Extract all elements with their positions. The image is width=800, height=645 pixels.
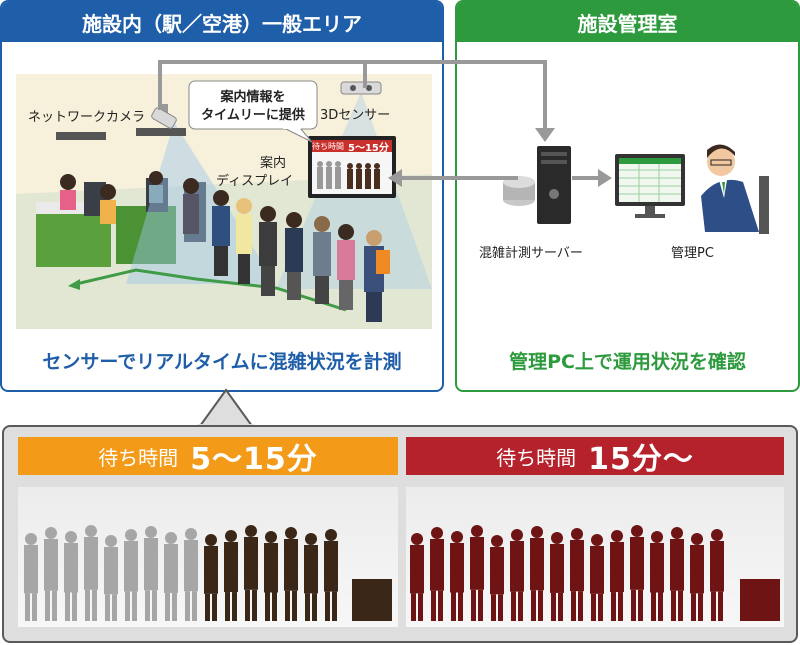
3d-sensor-label: 3Dセンサー xyxy=(320,108,391,123)
queue-person-gray xyxy=(44,527,58,621)
zoom-pointer xyxy=(198,388,254,428)
queue-person-maroon xyxy=(510,529,524,621)
left-panel-caption: センサーでリアルタイムに混雑状況を計測 xyxy=(42,351,402,373)
queue-person-gray xyxy=(164,532,178,621)
wait-bar-5-15: 待ち時間 5〜15分 xyxy=(18,437,398,477)
management-room-panel: 施設管理室 混雑計測サーバー xyxy=(455,0,800,392)
general-area-title: 施設内（駅／空港）一般エリア xyxy=(2,2,442,42)
queue-person-maroon xyxy=(570,528,584,621)
queue-person-gray xyxy=(144,526,158,621)
queue-person-brown xyxy=(304,533,318,621)
queue-silhouettes-short xyxy=(18,487,398,627)
queue-person-maroon xyxy=(650,531,664,621)
display-arrow-head xyxy=(388,169,402,187)
queue-long-graphic xyxy=(410,525,780,621)
callout-line1: 案内情報を xyxy=(220,90,286,105)
queue-person-maroon xyxy=(610,530,624,621)
station-scene-graphic xyxy=(16,74,432,329)
queue-person-maroon xyxy=(450,531,464,621)
queue-person-gray xyxy=(24,533,38,621)
queue-person-maroon xyxy=(490,535,504,621)
queue-counter xyxy=(740,579,780,621)
display-label-line2: ディスプレイ xyxy=(216,174,294,189)
server-label: 混雑計測サーバー xyxy=(479,246,583,261)
queue-person-gray xyxy=(124,529,138,621)
display-label-line1: 案内 xyxy=(260,156,287,171)
queue-person-maroon xyxy=(590,534,604,621)
scene-queue-people xyxy=(183,178,390,322)
queue-person-maroon xyxy=(430,527,444,621)
queue-counter xyxy=(352,579,392,621)
queue-person-maroon xyxy=(470,525,484,621)
queue-person-maroon xyxy=(530,526,544,621)
3d-sensor-icon xyxy=(340,81,382,95)
operator-person-icon xyxy=(701,144,769,234)
wait-bar-5-15-small: 待ち時間 xyxy=(98,445,179,470)
display-wait-big: 5〜15分 xyxy=(348,143,389,154)
queue-person-brown xyxy=(224,530,238,621)
management-room-title: 施設管理室 xyxy=(457,2,798,42)
server-arrow-head xyxy=(535,128,555,142)
queue-person-brown xyxy=(264,531,278,621)
queue-person-gray xyxy=(184,528,198,621)
queue-person-gray xyxy=(104,535,118,621)
server-illustration xyxy=(503,146,571,224)
server-icon xyxy=(503,146,571,224)
queue-person-gray xyxy=(84,525,98,621)
camera-to-server-line xyxy=(158,60,547,130)
queue-person-brown xyxy=(204,534,218,621)
network-camera-icon xyxy=(151,104,177,129)
waiting-time-comparison: 待ち時間 5〜15分 待ち時間 15分〜 xyxy=(2,425,798,643)
queue-person-gray xyxy=(64,531,78,621)
queue-person-brown xyxy=(324,529,338,621)
queue-person-maroon xyxy=(550,532,564,621)
pc-label: 管理PC xyxy=(671,246,714,261)
queue-person-maroon xyxy=(410,533,424,621)
wait-bar-15-plus-big: 15分〜 xyxy=(588,442,694,477)
pc-arrow-head xyxy=(598,169,612,187)
queue-person-brown xyxy=(284,527,298,621)
queue-person-brown xyxy=(244,525,258,621)
queue-person-maroon xyxy=(630,525,644,621)
right-panel-caption: 管理PC上で運用状況を確認 xyxy=(509,351,746,373)
wait-bar-5-15-big: 5〜15分 xyxy=(190,442,318,477)
queue-silhouettes-long xyxy=(406,487,784,627)
connection-arrows xyxy=(158,60,612,187)
queue-short-graphic xyxy=(24,525,392,621)
callout-line2: タイムリーに提供 xyxy=(201,108,305,123)
wait-bar-15-plus-small: 待ち時間 xyxy=(496,445,577,470)
display-wait-small: 待ち時間 xyxy=(312,142,344,151)
queue-person-maroon xyxy=(710,529,724,621)
station-scene-illustration xyxy=(16,74,432,329)
general-area-panel: 施設内（駅／空港）一般エリア xyxy=(0,0,444,392)
queue-person-maroon xyxy=(670,527,684,621)
pc-icon xyxy=(615,154,685,218)
pc-illustration xyxy=(615,144,769,234)
network-camera-label: ネットワークカメラ xyxy=(28,110,146,125)
callout-bubble xyxy=(188,80,318,143)
queue-person-maroon xyxy=(690,533,704,621)
wait-bar-15-plus: 待ち時間 15分〜 xyxy=(406,437,784,477)
